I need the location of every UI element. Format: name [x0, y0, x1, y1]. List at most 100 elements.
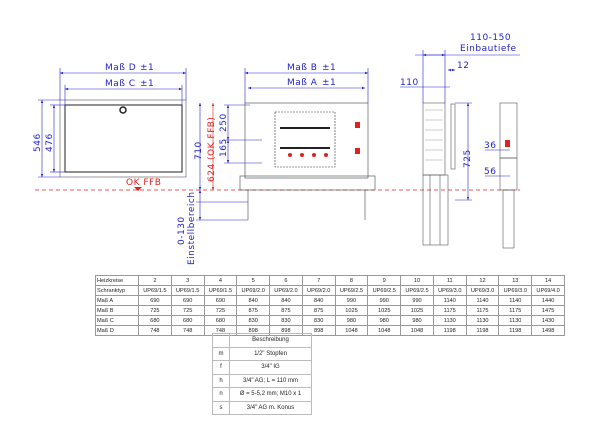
table-cell: UP69/1.5 [203, 285, 238, 296]
dim-110: 110 [400, 78, 419, 88]
dim-depth: 110-150 [470, 33, 511, 43]
table-cell: UP69/3.0 [498, 285, 533, 296]
dim-546: 546 [33, 133, 43, 152]
table-cell: 725 [170, 305, 205, 316]
table-cell: 7 [301, 275, 336, 286]
table-cell: 1130 [498, 315, 533, 326]
legend-desc: 3/4" AG; L = 110 mm [229, 373, 312, 388]
table-cell: 6 [269, 275, 303, 286]
dim-range: 0-130 [177, 216, 187, 245]
table-cell: 690 [203, 295, 238, 306]
table-cell: 1048 [334, 325, 369, 336]
table-cell: 980 [367, 315, 402, 326]
table-cell: 5 [236, 275, 271, 286]
table-cell: 8 [334, 275, 369, 286]
table-cell: UP69/2.5 [400, 285, 434, 296]
table-cell: UP69/2.5 [367, 285, 402, 296]
table-cell: 4 [203, 275, 238, 286]
legend-desc: 3/4" IG [229, 360, 312, 375]
table-cell: 1175 [432, 305, 467, 316]
table-cell: UP69/2.5 [334, 285, 369, 296]
ok-ffb-label: OK FFB [126, 178, 161, 188]
table-cell: 1025 [400, 305, 434, 316]
table-cell: 690 [170, 295, 205, 306]
row-header: Maß D [95, 325, 139, 336]
dim-range-label: Einstellbereich [187, 191, 197, 265]
table-cell: 1140 [465, 295, 500, 306]
legend-code: m [212, 346, 230, 361]
table-cell: 10 [400, 275, 434, 286]
dim-56: 56 [484, 167, 496, 177]
table-cell: 1498 [531, 325, 565, 336]
table-cell: 11 [432, 275, 467, 286]
table-cell: 1198 [432, 325, 467, 336]
table-cell: 1048 [400, 325, 434, 336]
row-header: Maß B [95, 305, 139, 316]
dim-d-tol: ±1 [140, 63, 154, 73]
table-cell: 990 [334, 295, 369, 306]
table-cell: 690 [138, 295, 172, 306]
table-cell: UP69/3.0 [432, 285, 467, 296]
row-header: Heizkreise [95, 275, 139, 286]
dim-250: 250 [219, 113, 229, 132]
table-cell: UP69/2.0 [269, 285, 303, 296]
table-cell: 680 [203, 315, 238, 326]
table-cell: 980 [334, 315, 369, 326]
floor-marker-icon [134, 187, 142, 191]
dim-depth-label: Einbautiefe [460, 44, 517, 54]
dim-12: 12 [457, 61, 469, 71]
legend-desc: 3/4" AG m. Konus [229, 400, 312, 415]
table-cell: 830 [269, 315, 303, 326]
lock-icon [119, 106, 127, 114]
install-view [196, 68, 376, 221]
side-view [400, 50, 520, 249]
legend-code: s [212, 400, 230, 415]
table-cell: 1198 [465, 325, 500, 336]
table-cell: 1140 [432, 295, 467, 306]
table-cell: 2 [138, 275, 172, 286]
table-cell: 1025 [334, 305, 369, 316]
dim-710: 710 [194, 141, 204, 160]
table-cell: 680 [170, 315, 205, 326]
table-cell: 830 [301, 315, 336, 326]
legend-desc: 1/2" Stopfen [229, 346, 312, 361]
dim-d-label: Maß D [105, 63, 136, 73]
table-cell: 9 [367, 275, 402, 286]
table-cell: 875 [236, 305, 271, 316]
table-cell: 3 [170, 275, 205, 286]
legend-code: f [212, 360, 230, 375]
table-cell: 1140 [498, 295, 533, 306]
dim-624: 624 (OK FFB) [207, 117, 217, 182]
table-cell: 725 [138, 305, 172, 316]
row-header: Schranktyp [95, 285, 139, 296]
legend-code: h [212, 373, 230, 388]
row-header: Maß C [95, 315, 139, 326]
table-cell: 875 [269, 305, 303, 316]
table-cell: UP69/3.0 [465, 285, 500, 296]
dim-a-tol: ±1 [322, 78, 336, 88]
table-cell: 875 [301, 305, 336, 316]
dim-b-tol: ±1 [322, 63, 336, 73]
dim-725: 725 [463, 149, 473, 168]
table-cell: 1430 [531, 315, 565, 326]
table-cell: 1175 [498, 305, 533, 316]
table-cell: 1440 [531, 295, 565, 306]
table-cell: 980 [400, 315, 434, 326]
dim-a-label: Maß A [287, 78, 318, 88]
drawing-canvas: Maß D ±1 Maß C ±1 546 476 OK FFB [33, 33, 520, 265]
table-cell: 1025 [367, 305, 402, 316]
table-cell: 840 [236, 295, 271, 306]
table-cell: 12 [465, 275, 500, 286]
